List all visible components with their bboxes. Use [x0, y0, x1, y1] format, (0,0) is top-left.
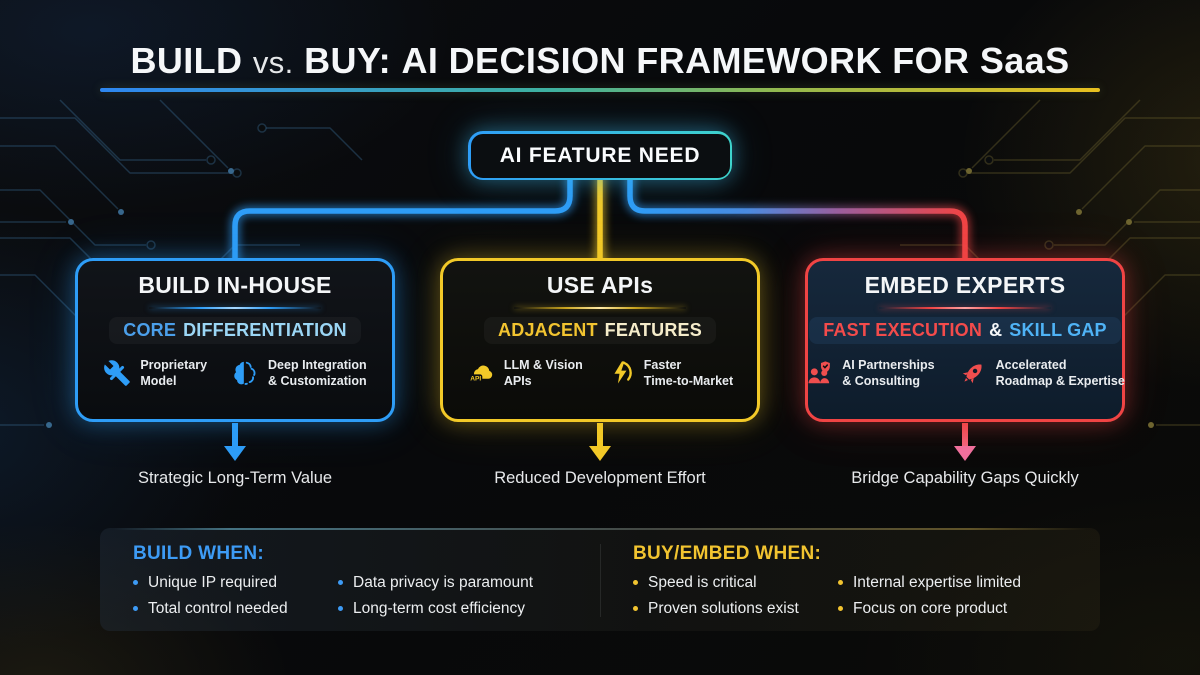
arrow-api: [589, 423, 611, 461]
feature-label: & Consulting: [842, 374, 920, 389]
build-when-section: BUILD WHEN: Unique IP required Total con…: [100, 528, 600, 631]
rocket-icon: [959, 359, 987, 387]
card-api-features: API LLM & Vision APIs Faster Time: [443, 357, 757, 390]
card-build-features: Proprietary Model Deep Integration & Cus…: [78, 357, 392, 390]
subtitle-part: &: [989, 320, 1003, 340]
feature-label: Accelerated: [995, 358, 1067, 372]
feature-ai-partnerships: AI Partnerships & Consulting: [805, 357, 935, 390]
feature-label: AI Partnerships: [842, 358, 935, 372]
feature-label: Model: [140, 374, 177, 389]
feature-llm-vision-apis: API LLM & Vision APIs: [467, 357, 583, 390]
subtitle-part: ADJACENT: [498, 320, 598, 340]
bolt-icon: [607, 359, 635, 387]
outcome-build: Strategic Long-Term Value: [137, 469, 333, 487]
card-build-subtitle: CORE DIFFERENTIATION: [109, 317, 361, 344]
feature-label: Faster: [643, 358, 682, 372]
feature-label: Proprietary: [140, 358, 208, 372]
card-expert-title: EMBED EXPERTS: [864, 272, 1066, 298]
card-embed-experts: EMBED EXPERTS FAST EXECUTION & SKILL GAP: [805, 258, 1125, 422]
brain-icon: [231, 359, 259, 387]
title-word-vs: vs.: [252, 45, 294, 80]
page-title: BUILD vs. BUY: AI DECISION FRAMEWORK FOR…: [0, 40, 1200, 82]
list-item: Internal expertise limited: [838, 574, 1043, 592]
card-expert-subtitle: FAST EXECUTION & SKILL GAP: [809, 317, 1121, 344]
feature-label: Deep Integration: [268, 358, 367, 372]
subtitle-part: SKILL GAP: [1009, 320, 1107, 340]
tools-icon: [103, 359, 131, 387]
panel-divider: [600, 544, 601, 617]
feature-accelerated-roadmap: Accelerated Roadmap & Expertise: [959, 357, 1125, 390]
card-build-in-house: BUILD IN-HOUSE CORE DIFFERENTIATION Prop…: [75, 258, 395, 422]
card-api-divider: [514, 307, 686, 309]
feature-label: APIs: [503, 374, 532, 389]
card-api-title: USE APIs: [546, 272, 654, 298]
root-node-label: AI FEATURE NEED: [499, 143, 701, 167]
card-expert-divider: [879, 307, 1051, 309]
subtitle-part: FEATURES: [604, 320, 702, 340]
list-item: Total control needed: [133, 600, 338, 618]
decision-criteria-panel: BUILD WHEN: Unique IP required Total con…: [100, 528, 1100, 631]
partnership-icon: [805, 359, 833, 387]
feature-faster-time-to-market: Faster Time-to-Market: [607, 357, 733, 390]
card-build-title: BUILD IN-HOUSE: [138, 272, 332, 298]
title-word-buy: BUY:: [304, 40, 392, 81]
arrow-build: [224, 423, 246, 461]
root-node-ai-feature-need: AI FEATURE NEED: [468, 131, 732, 180]
outcome-api: Reduced Development Effort: [494, 469, 706, 487]
feature-proprietary-model: Proprietary Model: [103, 357, 207, 390]
api-badge-label: API: [470, 376, 481, 383]
title-word-build: BUILD: [130, 40, 243, 81]
buy-embed-when-section: BUY/EMBED WHEN: Speed is critical Proven…: [600, 528, 1100, 631]
arrow-expert: [954, 423, 976, 461]
card-build-divider: [149, 307, 321, 309]
connector-build: [232, 176, 573, 265]
list-item: Unique IP required: [133, 574, 338, 592]
build-when-heading: BUILD WHEN:: [133, 543, 265, 564]
subtitle-part: CORE: [123, 320, 177, 340]
list-item: Proven solutions exist: [633, 600, 838, 618]
feature-label: & Customization: [268, 374, 367, 389]
list-item: Speed is critical: [633, 574, 838, 592]
subtitle-part: DIFFERENTIATION: [183, 320, 347, 340]
buy-embed-when-heading: BUY/EMBED WHEN:: [633, 543, 822, 564]
title-word-rest: AI DECISION FRAMEWORK FOR SaaS: [401, 40, 1070, 81]
feature-label: LLM & Vision: [503, 358, 583, 372]
list-item: Data privacy is paramount: [338, 574, 543, 592]
card-api-subtitle: ADJACENT FEATURES: [484, 317, 716, 344]
connector-expert: [627, 176, 968, 265]
list-item: Long-term cost efficiency: [338, 600, 543, 618]
title-underline: [100, 88, 1100, 92]
outcome-expert: Bridge Capability Gaps Quickly: [851, 469, 1079, 487]
cloud-api-icon: API: [467, 359, 495, 387]
card-expert-features: AI Partnerships & Consulting: [805, 357, 1125, 390]
feature-deep-integration: Deep Integration & Customization: [231, 357, 367, 390]
card-use-apis: USE APIs ADJACENT FEATURES API LLM & Vis…: [440, 258, 760, 422]
subtitle-part: FAST EXECUTION: [823, 320, 983, 340]
feature-label: Time-to-Market: [643, 374, 734, 389]
list-item: Focus on core product: [838, 600, 1043, 618]
page-header: BUILD vs. BUY: AI DECISION FRAMEWORK FOR…: [0, 0, 1200, 92]
feature-label: Roadmap & Expertise: [995, 374, 1125, 389]
